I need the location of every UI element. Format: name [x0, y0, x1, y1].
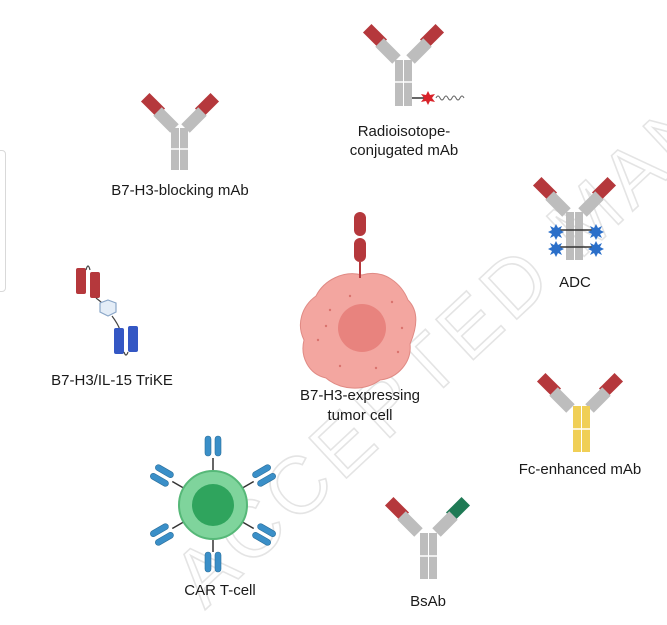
- label-tumor-line1: B7-H3-expressing: [299, 387, 421, 404]
- label-tumor-line2: tumor cell: [327, 407, 393, 424]
- radioisotope-antibody-icon: [362, 23, 465, 106]
- label-trike: B7-H3/IL-15 TriKE: [51, 372, 173, 389]
- car-t-cell-icon: [150, 435, 276, 573]
- label-blocking-mab: B7-H3-blocking mAb: [111, 182, 249, 199]
- label-radioisotope-line1: Radioisotope-: [357, 123, 451, 140]
- label-bsab: BsAb: [410, 593, 446, 610]
- label-adc: ADC: [559, 274, 591, 291]
- page-edge-tab: [0, 150, 6, 292]
- fc-enhanced-antibody-icon: [536, 372, 624, 452]
- bispecific-antibody-icon: [384, 496, 471, 579]
- trike-molecule-icon: [76, 265, 138, 356]
- label-radioisotope-line2: conjugated mAb: [349, 142, 459, 159]
- blocking-antibody-icon: [140, 92, 220, 170]
- adc-antibody-icon: [532, 176, 617, 260]
- tumor-cell-icon: [300, 212, 417, 389]
- label-car-t: CAR T-cell: [184, 582, 256, 599]
- label-fc-enhanced: Fc-enhanced mAb: [518, 461, 642, 478]
